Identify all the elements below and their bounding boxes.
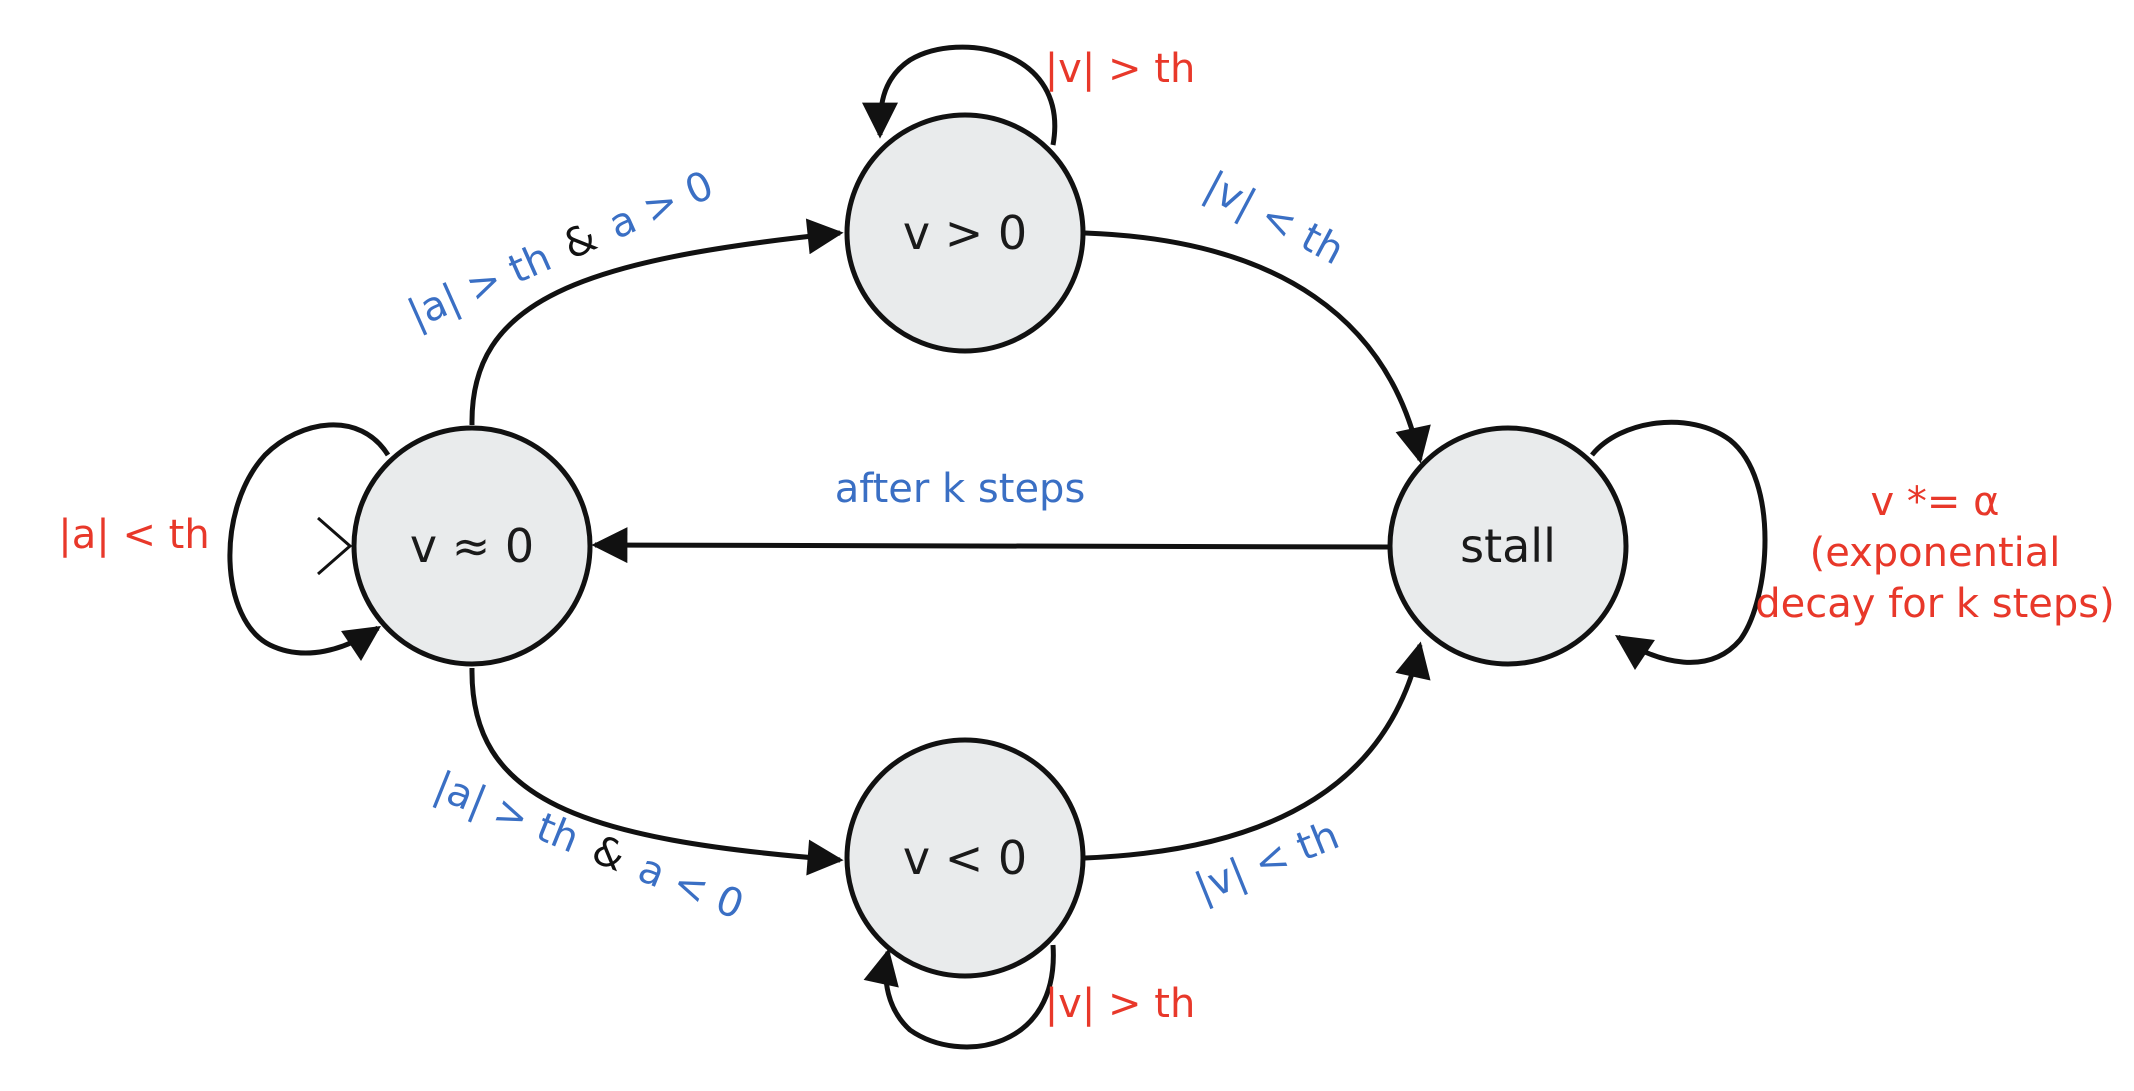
state-circle-positive (844, 112, 1086, 354)
state-node-positive: v > 0 (844, 112, 1086, 354)
state-label-negative: v < 0 (903, 831, 1027, 885)
state-node-negative: v < 0 (844, 737, 1086, 979)
state-node-stall: stall (1387, 425, 1629, 667)
edge-self-loop-stall (1590, 419, 1768, 670)
label-negative-self-loop: |v| > th (1045, 981, 1196, 1027)
label-zero-to-positive-cond2: a > 0 (602, 162, 720, 248)
edge-positive-to-stall (1084, 230, 1431, 464)
label-stall-self-loop-line2: (exponential (1810, 530, 2061, 576)
label-zero-to-negative-cond2: a < 0 (632, 845, 750, 928)
label-stall-self-loop-line3: decay for k steps) (1755, 581, 2114, 627)
label-zero-to-positive-cond1: |a| > th (401, 234, 558, 338)
label-positive-to-stall: |v| < th (1197, 163, 1352, 274)
state-circle-stall (1387, 425, 1629, 667)
edge-self-loop-negative (863, 944, 1056, 1050)
label-zero-self-loop: |a| < th (58, 512, 209, 558)
label-stall-to-zero: after k steps (835, 466, 1086, 512)
state-label-positive: v > 0 (903, 206, 1027, 260)
edge-self-loop-positive (862, 44, 1058, 146)
label-positive-self-loop: |v| > th (1045, 46, 1196, 92)
edge-negative-to-stall (1084, 641, 1431, 861)
edge-self-loop-zero (227, 422, 391, 661)
edge-zero-to-negative (469, 667, 844, 876)
state-label-zero: v ≈ 0 (410, 519, 534, 573)
label-zero-to-positive: |a| > th & a > 0 (401, 162, 720, 338)
edge-zero-to-positive (469, 218, 844, 426)
state-node-zero: v ≈ 0 (317, 425, 593, 667)
start-marker-icon (317, 516, 353, 576)
edge-stall-to-zero (591, 527, 1389, 564)
state-label-stall: stall (1460, 519, 1556, 573)
label-negative-to-stall: |v| < th (1189, 812, 1346, 911)
label-zero-to-negative-cond1: |a| > th (428, 763, 586, 862)
label-stall-self-loop-line1: v *= α (1871, 479, 2000, 525)
state-circle-negative (844, 737, 1086, 979)
label-zero-to-negative-joiner: & (586, 827, 632, 881)
label-stall-self-loop: v *= α (exponential decay for k steps) (1755, 479, 2114, 627)
label-zero-to-positive-joiner: & (557, 214, 604, 269)
state-circle-zero (351, 425, 593, 667)
